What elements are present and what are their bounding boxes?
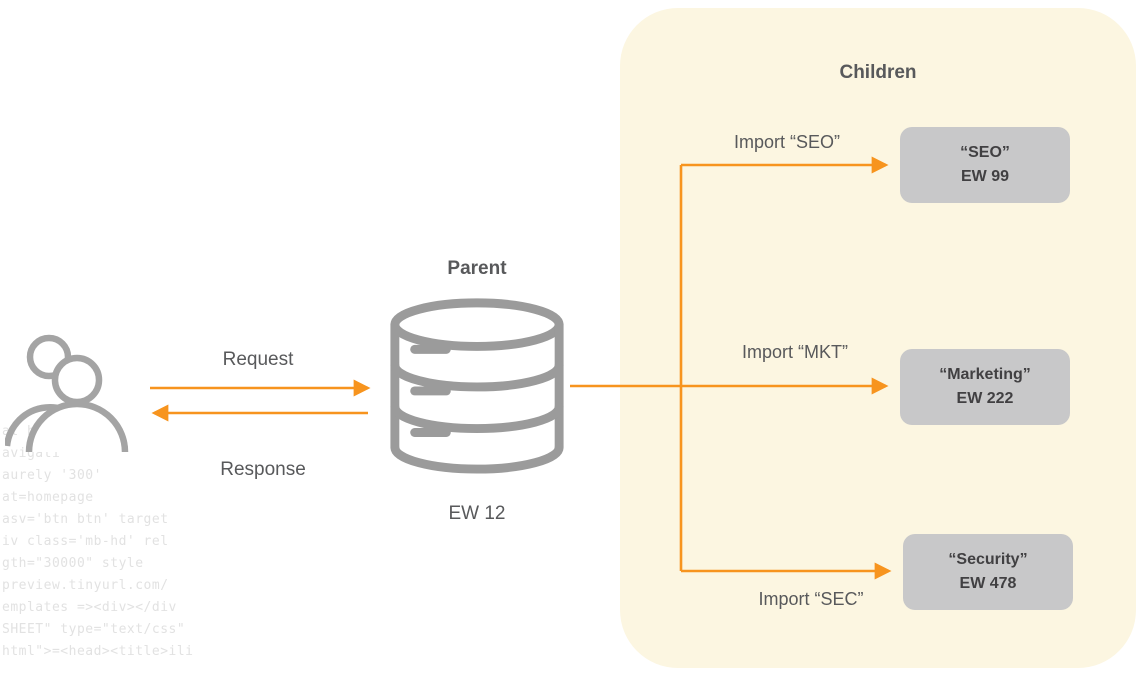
- child-box-seo: “SEO” EW 99: [900, 127, 1070, 203]
- child-box-security: “Security” EW 478: [903, 534, 1073, 610]
- import-mkt-label: Import “MKT”: [742, 342, 848, 362]
- request-label: Request: [222, 349, 294, 370]
- child-marketing-title: “Marketing”: [939, 366, 1031, 384]
- children-panel-title: Children: [839, 62, 917, 83]
- import-seo-label: Import “SEO”: [733, 132, 840, 152]
- import-sec-label: Import “SEC”: [758, 589, 864, 609]
- child-seo-id: EW 99: [960, 168, 1009, 185]
- users-icon: [5, 334, 129, 452]
- child-security-id: EW 478: [959, 575, 1017, 592]
- child-marketing-id: EW 222: [956, 390, 1014, 407]
- database-icon: [390, 298, 564, 474]
- child-security-title: “Security”: [948, 551, 1028, 569]
- background-code-text: al hre avigati aurely '300' at=homepage …: [2, 424, 194, 659]
- child-box-marketing: “Marketing” EW 222: [900, 349, 1070, 425]
- parent-id-label: EW 12: [448, 503, 506, 524]
- child-seo-title: “SEO”: [960, 144, 1010, 162]
- parent-title: Parent: [447, 258, 507, 279]
- response-label: Response: [220, 459, 306, 480]
